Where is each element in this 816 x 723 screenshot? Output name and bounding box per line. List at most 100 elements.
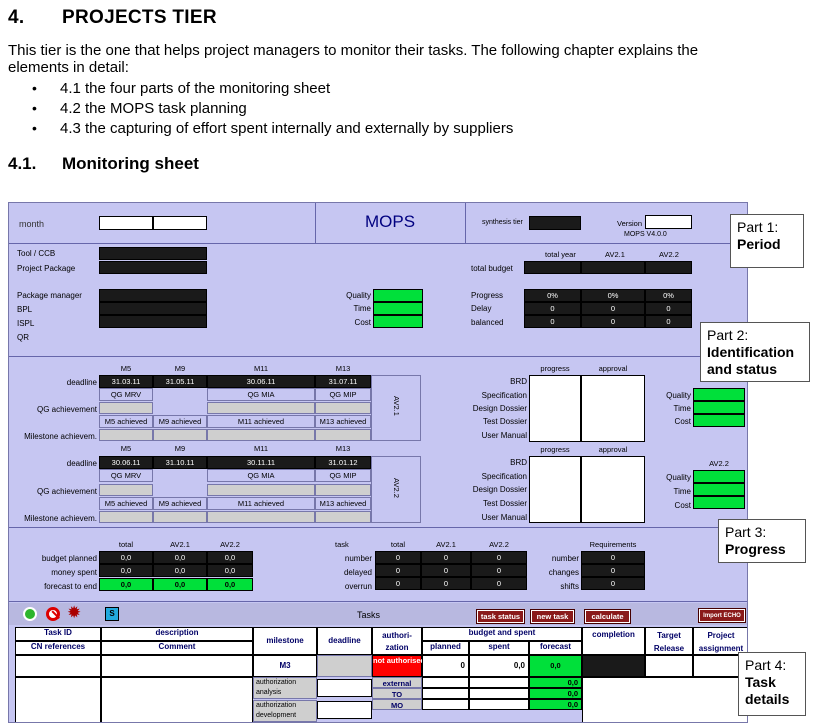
deadline-cell[interactable]	[317, 655, 372, 677]
req-value: 0	[581, 551, 645, 564]
month-input-1[interactable]	[99, 216, 153, 230]
sub-spent-cell[interactable]	[469, 677, 529, 688]
av21-release-box	[371, 375, 421, 441]
qg-name: QG MIP	[315, 469, 371, 482]
milestone-achievement-cell	[99, 429, 153, 441]
task-id-cell[interactable]	[15, 655, 101, 677]
deadline-date: 31.05.11	[153, 375, 207, 388]
sub-planned-cell[interactable]	[422, 677, 469, 688]
comment-cell[interactable]	[101, 677, 253, 722]
milestone-header: M11	[253, 444, 269, 453]
sub-forecast-cell: 0,0	[529, 677, 582, 688]
qg-achievement-cell	[315, 484, 371, 496]
status-value: 0%	[645, 289, 692, 302]
doc-progress-cells[interactable]	[529, 375, 581, 442]
doc-label: Design Dossier	[472, 404, 527, 413]
quality-label: Quality	[346, 291, 371, 300]
doc-approval-cells[interactable]	[581, 456, 645, 523]
milestone-achievement-cell	[153, 429, 207, 441]
cn-references-cell[interactable]	[15, 677, 101, 722]
doc-progress-cells[interactable]	[529, 456, 581, 523]
av21-release-label: AV2.1	[392, 396, 401, 416]
qg-name: QG MIA	[207, 388, 315, 401]
status-value: 0	[581, 302, 645, 315]
balanced-label: balanced	[471, 318, 504, 327]
section-heading: 4.PROJECTS TIER	[8, 7, 217, 28]
time-indicator	[693, 401, 745, 414]
requirements-header: Requirements	[589, 540, 637, 549]
task-value: 0	[471, 551, 527, 564]
synthesis-value	[529, 216, 581, 230]
callout-part2: Part 2:Identification and status	[700, 322, 810, 382]
task-extra-cell[interactable]	[582, 677, 747, 722]
doc-approval-cells[interactable]	[581, 375, 645, 442]
callout-part1: Part 1:Period	[730, 214, 804, 268]
task-col-header: task	[335, 540, 349, 549]
task-value: 0	[421, 564, 471, 577]
authorization-development-input[interactable]	[317, 701, 372, 719]
sub-spent-cell[interactable]	[469, 699, 529, 710]
status-value: 0%	[581, 289, 645, 302]
to-row-label: TO	[372, 688, 422, 699]
project-assignment-cell[interactable]	[693, 655, 747, 677]
go-icon[interactable]	[23, 607, 37, 621]
sub-spent-cell[interactable]	[469, 688, 529, 699]
task-value: 0	[471, 577, 527, 590]
task-col-header: AV2.1	[436, 540, 456, 549]
authorization-development-label: authorization development	[253, 700, 317, 722]
mo-row-label: MO	[372, 699, 422, 710]
new-task-button[interactable]: new task	[530, 609, 575, 624]
authorization-analysis-label: authorization analysis	[253, 677, 317, 699]
task-value: 0	[471, 564, 527, 577]
qg-achievement-cell	[99, 402, 153, 414]
doc-label: Test Dossier	[482, 417, 527, 426]
target-release-cell[interactable]	[645, 655, 693, 677]
milestone-achievement-cell	[207, 429, 315, 441]
authorization-status: not authorised	[372, 655, 425, 677]
forecast-value: 0,0	[99, 578, 153, 591]
achieved-label: M13 achieved	[315, 497, 371, 510]
stop-icon[interactable]	[46, 607, 60, 621]
status-value: 0	[645, 302, 692, 315]
col-project-assignment: Project assignment	[693, 627, 747, 655]
version-input[interactable]	[645, 215, 692, 229]
bullet-item: 4.3 the capturing of effort spent intern…	[32, 120, 513, 137]
milestone-achievement-cell	[207, 511, 315, 523]
doc-label: BRD	[510, 377, 527, 386]
task-status-button[interactable]: task status	[476, 609, 525, 624]
forecast-value: 0,0	[153, 578, 207, 591]
settings-icon[interactable]: ✹	[67, 603, 82, 622]
spent-cell: 0,0	[469, 655, 529, 677]
progress-col-header: AV2.1	[170, 540, 190, 549]
s-button[interactable]: S	[105, 607, 119, 621]
calculate-button[interactable]: calculate	[584, 609, 631, 624]
task-col-header: AV2.2	[489, 540, 509, 549]
authorization-analysis-input[interactable]	[317, 679, 372, 697]
doc-label: Test Dossier	[482, 499, 527, 508]
sub-planned-cell[interactable]	[422, 688, 469, 699]
description-cell[interactable]	[101, 655, 253, 677]
achieved-label: M13 achieved	[315, 415, 371, 428]
sub-planned-cell[interactable]	[422, 699, 469, 710]
import-echo-button[interactable]: Import ECHO	[698, 608, 746, 623]
milestone-cell[interactable]: M3	[253, 655, 317, 677]
sub-forecast-cell: 0,0	[529, 699, 582, 710]
budget-value	[524, 261, 581, 274]
doc-label: User Manual	[481, 431, 527, 440]
progress-col-header: AV2.2	[220, 540, 240, 549]
version-label: Version	[617, 219, 643, 228]
status-value: 0	[645, 315, 692, 328]
tool-ccb-value	[99, 247, 207, 260]
intro-paragraph: This tier is the one that helps project …	[8, 42, 699, 76]
progress-value: 0,0	[153, 564, 207, 577]
month-input-2[interactable]	[153, 216, 207, 230]
task-value: 0	[375, 564, 421, 577]
callout-part4: Part 4:Task details	[738, 652, 806, 716]
sub-forecast-cell: 0,0	[529, 688, 582, 699]
doc-label: User Manual	[481, 513, 527, 522]
deadline-date: 31.10.11	[153, 456, 207, 469]
status-value: 0	[524, 302, 581, 315]
doc-progress-header: progress	[540, 445, 570, 454]
progress-label: Progress	[471, 291, 504, 300]
col-spent: spent	[469, 641, 529, 655]
